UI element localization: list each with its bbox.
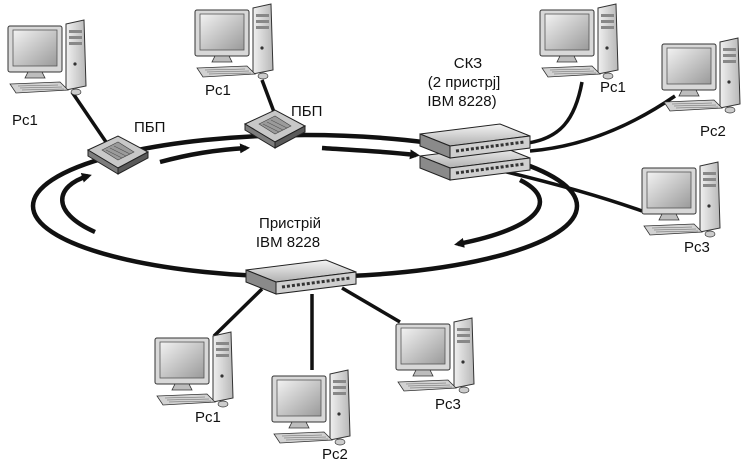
skz-device-stack — [418, 122, 532, 182]
label-pc-top-mid: Pc1 — [205, 82, 231, 99]
link-pc-top-left — [70, 91, 108, 143]
label-skz-line3: IBM 8228) — [427, 93, 496, 110]
pc-top-mid — [194, 3, 274, 80]
pc-right-3 — [641, 161, 721, 238]
flow-arrow-2 — [321, 145, 420, 160]
token-ring-inner-arc — [60, 172, 96, 235]
pc-right-2 — [661, 37, 741, 114]
pbp-device-1 — [87, 135, 149, 175]
label-pc-right-2: Pc2 — [700, 123, 726, 140]
link-pc-bottom-1 — [212, 287, 264, 338]
inner-arc-right — [454, 177, 543, 248]
label-skz-line2: (2 пристрj] — [428, 74, 501, 91]
link-pc-right-1 — [527, 81, 584, 145]
pc-right-1 — [539, 3, 619, 80]
label-pbp-1: ПБП — [134, 119, 165, 136]
pc-bottom-3 — [395, 317, 475, 394]
pc-bottom-2 — [271, 369, 351, 446]
label-skz-line1: СКЗ — [454, 55, 482, 72]
label-pc-right-1: Pc1 — [600, 79, 626, 96]
label-pbp-2: ПБП — [291, 103, 322, 120]
label-device-line2: IBM 8228 — [256, 234, 320, 251]
link-pc-right-3 — [489, 166, 643, 213]
pc-top-left — [7, 19, 87, 96]
pc-bottom-1 — [154, 331, 234, 408]
label-pc-top-left: Pc1 — [12, 112, 38, 129]
label-pc-bottom-3: Pc3 — [435, 396, 461, 413]
label-device-line1: Пристрій — [259, 215, 321, 232]
flow-arrow-1 — [159, 143, 250, 165]
label-pc-bottom-1: Pc1 — [195, 409, 221, 426]
label-pc-right-3: Pc3 — [684, 239, 710, 256]
link-pc-top-mid — [260, 79, 276, 113]
link-pc-bottom-3 — [341, 286, 401, 324]
label-pc-bottom-2: Pc2 — [322, 446, 348, 463]
link-pc-right-2 — [529, 94, 676, 153]
hub-device-ibm8228 — [244, 258, 358, 296]
